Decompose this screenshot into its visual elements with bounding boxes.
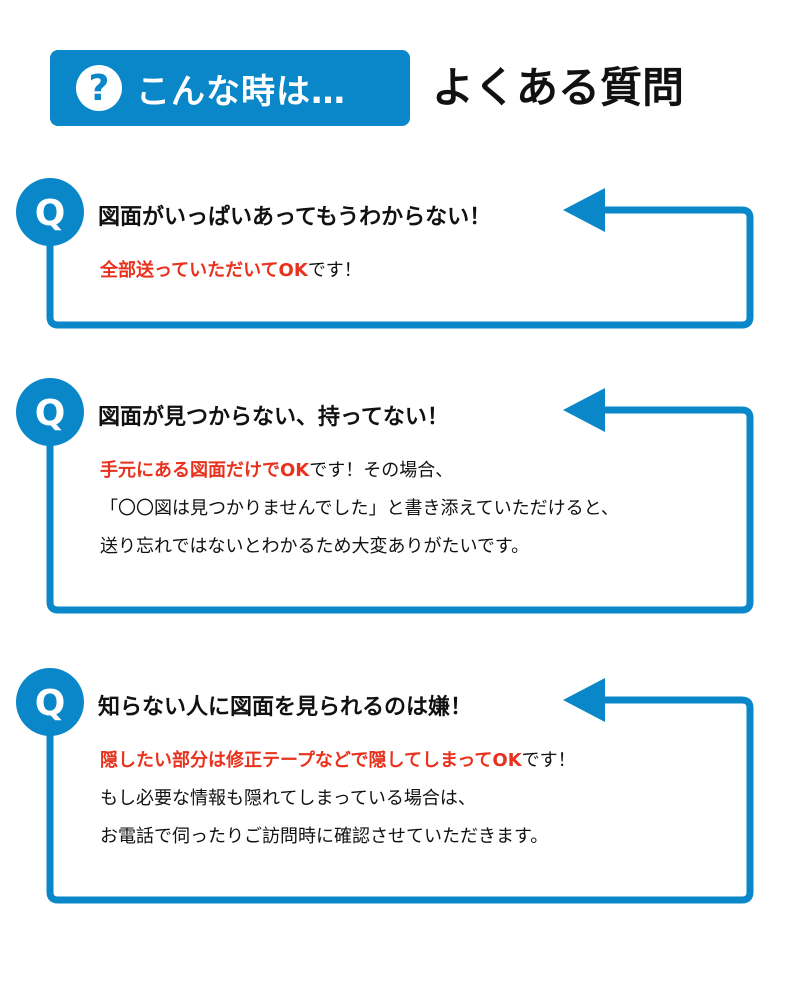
arrow-left-icon bbox=[563, 188, 605, 232]
question-text: 図面がいっぱいあってもうわからない！ bbox=[98, 205, 492, 230]
page-title: よくある質問 bbox=[432, 63, 685, 112]
question-text: 図面が見つからない、持ってない！ bbox=[98, 405, 449, 430]
answer-text: 手元にある図面だけでOKです！その場合、 「〇〇図は見つかりませんでした」と書き… bbox=[100, 452, 619, 566]
q-circle-icon bbox=[16, 378, 84, 446]
answer-line: もし必要な情報も隠れてしまっている場合は、 bbox=[100, 788, 476, 809]
svg-text:Q: Q bbox=[35, 393, 66, 434]
answer-rest: です！ bbox=[521, 750, 576, 771]
answer-highlight: 手元にある図面だけでOK bbox=[100, 460, 310, 481]
answer-rest: です！ bbox=[307, 260, 362, 281]
answer-rest: です！その場合、 bbox=[309, 460, 454, 481]
svg-text:Q: Q bbox=[35, 193, 66, 234]
answer-highlight: 全部送っていただいてOK bbox=[100, 260, 308, 281]
faq-item: Q 図面がいっぱいあってもうわからない！ 全部送っていただいてOKです！ bbox=[0, 175, 800, 335]
answer-line: 「〇〇図は見つかりませんでした」と書き添えていただけると、 bbox=[100, 498, 619, 519]
faq-item: Q 図面が見つからない、持ってない！ 手元にある図面だけでOKです！その場合、 … bbox=[0, 375, 800, 620]
arrow-left-icon bbox=[563, 678, 605, 722]
arrow-left-icon bbox=[563, 388, 605, 432]
q-circle-icon bbox=[16, 178, 84, 246]
faq-frame: Q bbox=[16, 378, 754, 614]
answer-line: お電話で伺ったりご訪問時に確認させていただきます。 bbox=[100, 826, 549, 847]
answer-text: 全部送っていただいてOKです！ bbox=[100, 252, 362, 290]
header-badge: ? こんな時は… bbox=[50, 50, 410, 126]
answer-highlight: 隠したい部分は修正テープなどで隠してしまってOK bbox=[100, 750, 522, 771]
question-text: 知らない人に図面を見られるのは嫌！ bbox=[98, 695, 473, 720]
question-circle-icon: ? bbox=[76, 65, 122, 111]
q-circle-icon bbox=[16, 668, 84, 736]
header-badge-text: こんな時は… bbox=[136, 71, 346, 112]
faq-item: Q 知らない人に図面を見られるのは嫌！ 隠したい部分は修正テープなどで隠してしま… bbox=[0, 665, 800, 910]
faq-frame: Q bbox=[16, 178, 754, 329]
faq-frame: Q bbox=[16, 668, 754, 904]
answer-text: 隠したい部分は修正テープなどで隠してしまってOKです！ もし必要な情報も隠れてし… bbox=[100, 742, 576, 856]
answer-line: 送り忘れではないとわかるため大変ありがたいです。 bbox=[100, 536, 530, 557]
svg-text:Q: Q bbox=[35, 683, 66, 724]
